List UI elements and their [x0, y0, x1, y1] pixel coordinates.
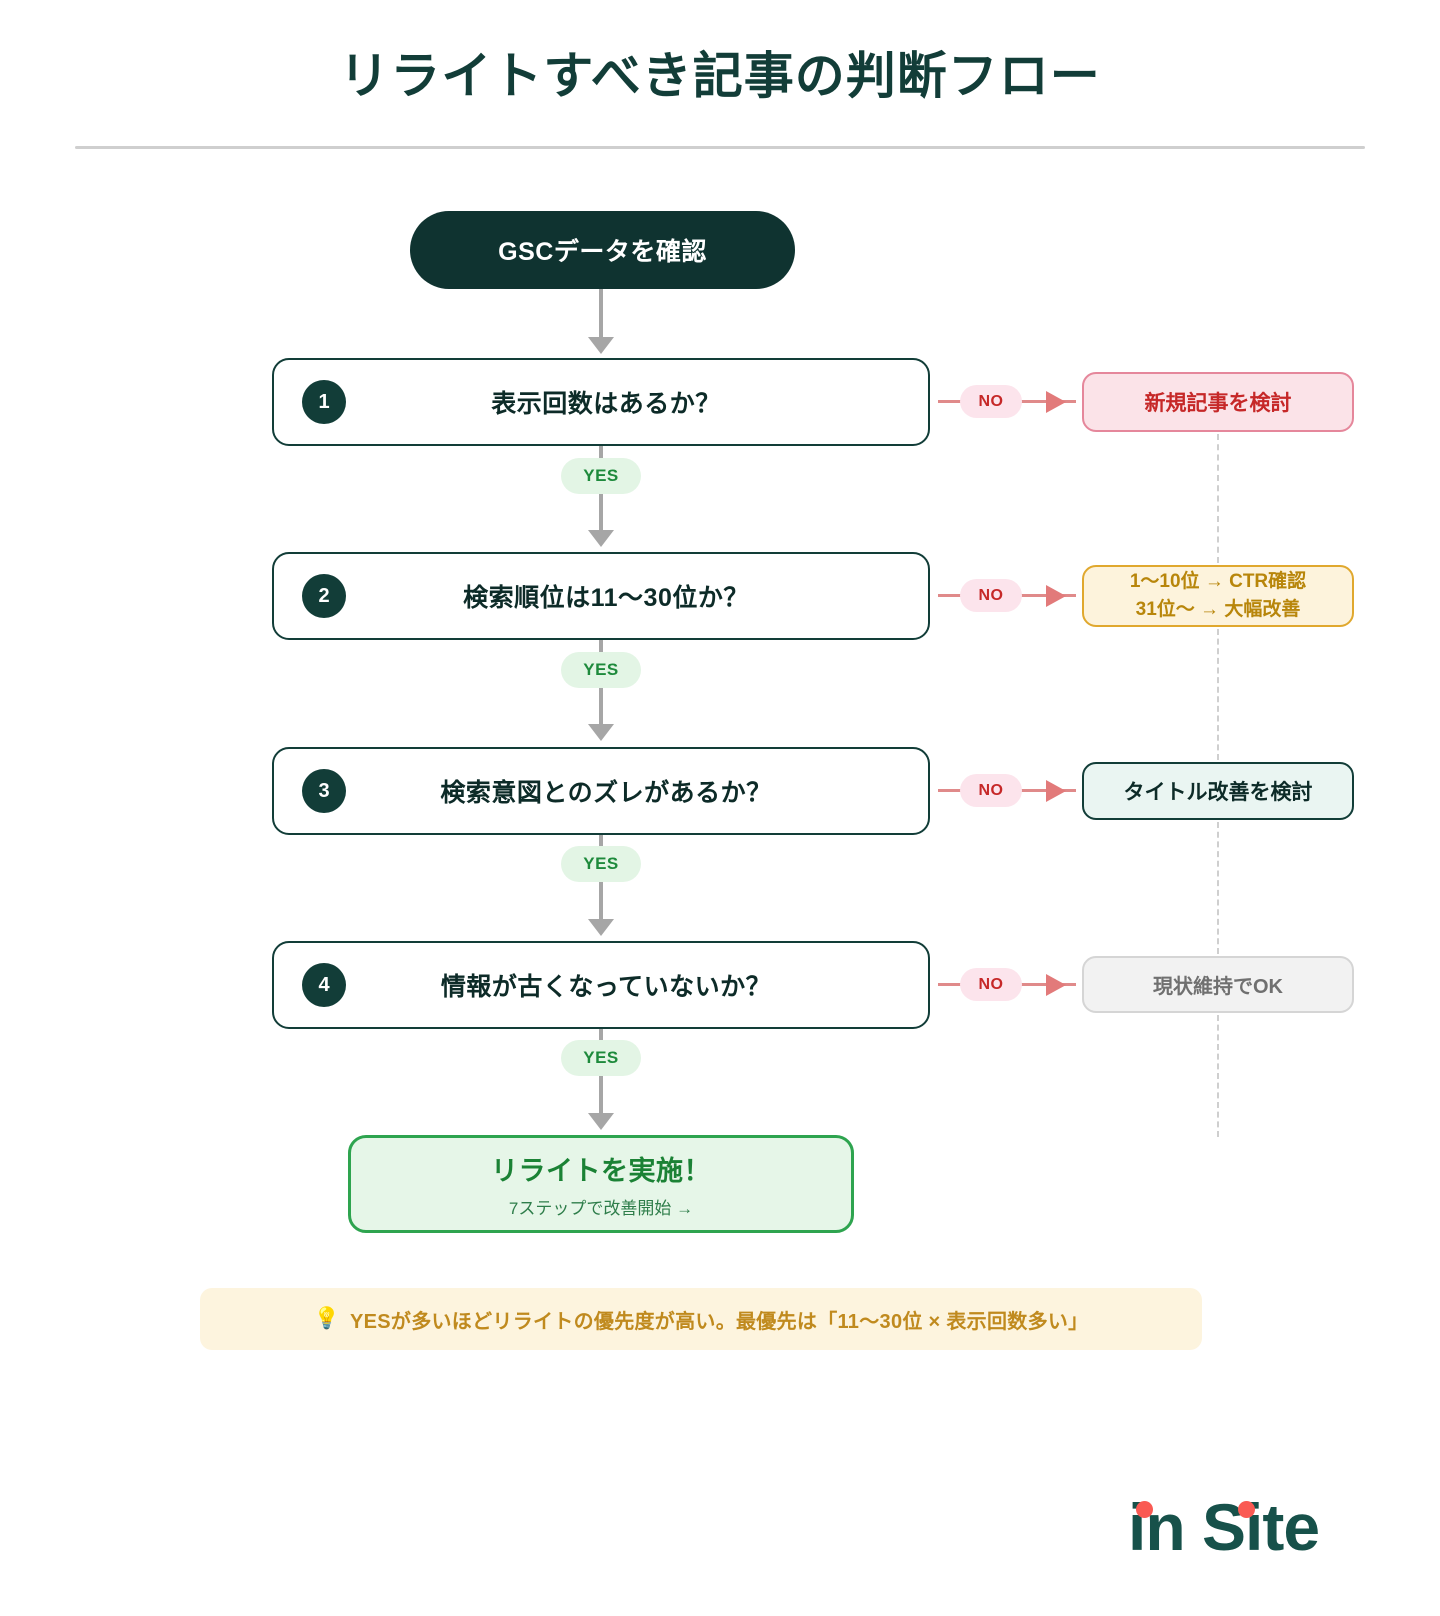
outcome-spine-segment-2 — [1217, 629, 1219, 760]
outcome-label-1: 新規記事を検討 — [1144, 392, 1292, 415]
no-badge-3: NO — [960, 774, 1022, 807]
outcome-box-2[interactable]: 1〜10位 → CTR確認 31位〜 → 大幅改善 — [1082, 565, 1354, 627]
footer-note-text: YESが多いほどリライトの優先度が高い。最優先は「11〜30位 × 表示回数多い… — [349, 1310, 1089, 1333]
outcome-label-3: タイトル改善を検討 — [1123, 781, 1313, 804]
step-number-badge-1: 1 — [302, 380, 346, 424]
yes-badge-2: YES — [561, 652, 641, 688]
logo-text: in Site — [1128, 1490, 1320, 1564]
no-connector-arrow-1 — [1046, 391, 1066, 413]
step-box-3[interactable]: 3 検索意図とのズレがあるか？ — [272, 747, 930, 835]
outcome-spine-segment-1 — [1217, 434, 1219, 563]
connector-arrow-step3-to-step4 — [588, 919, 614, 936]
yes-badge-4: YES — [561, 1040, 641, 1076]
flow-final-node[interactable]: リライトを実施！ 7ステップで改善開始 → — [348, 1135, 854, 1233]
yes-badge-1: YES — [561, 458, 641, 494]
step-box-2[interactable]: 2 検索順位は11〜30位か？ — [272, 552, 930, 640]
logo-dot-i-icon — [1136, 1501, 1153, 1518]
flow-start-node[interactable]: GSCデータを確認 — [410, 211, 795, 289]
step-number-badge-4: 4 — [302, 963, 346, 1007]
outcome-label-2-line1: 1〜10位 → CTR確認 — [1129, 571, 1307, 593]
step-question-4: 情報が古くなっていないか？ — [440, 973, 772, 1001]
step-question-2: 検索順位は11〜30位か？ — [463, 584, 749, 612]
page-title: リライトすべき記事の判断フロー — [339, 48, 1101, 104]
connector-arrow-step4-to-final — [588, 1113, 614, 1130]
step-number-badge-2: 2 — [302, 574, 346, 618]
final-node-subtitle: 7ステップで改善開始 → — [508, 1199, 694, 1218]
insite-logo: in Site — [1128, 1487, 1340, 1567]
outcome-label-4: 現状維持でOK — [1153, 976, 1283, 998]
no-connector-arrow-4 — [1046, 974, 1066, 996]
outcome-spine-segment-4 — [1217, 1015, 1219, 1137]
outcome-label-2-line2: 31位〜 → 大幅改善 — [1135, 599, 1301, 620]
final-node-title: リライトを実施！ — [491, 1156, 711, 1186]
lightbulb-icon: 💡 — [313, 1307, 340, 1330]
connector-line-start-to-step1 — [599, 289, 603, 339]
step-box-1[interactable]: 1 表示回数はあるか？ — [272, 358, 930, 446]
connector-arrow-step1-to-step2 — [588, 530, 614, 547]
yes-badge-3: YES — [561, 846, 641, 882]
outcome-spine-segment-3 — [1217, 822, 1219, 954]
footer-note: 💡 YESが多いほどリライトの優先度が高い。最優先は「11〜30位 × 表示回数… — [200, 1288, 1202, 1350]
outcome-box-1[interactable]: 新規記事を検討 — [1082, 372, 1354, 432]
no-connector-arrow-2 — [1046, 585, 1066, 607]
no-connector-arrow-3 — [1046, 780, 1066, 802]
step-box-4[interactable]: 4 情報が古くなっていないか？ — [272, 941, 930, 1029]
outcome-box-3[interactable]: タイトル改善を検討 — [1082, 762, 1354, 820]
step-number-badge-3: 3 — [302, 769, 346, 813]
step-question-3: 検索意図とのズレがあるか？ — [440, 779, 772, 807]
no-badge-4: NO — [960, 968, 1022, 1001]
no-badge-2: NO — [960, 579, 1022, 612]
outcome-box-4[interactable]: 現状維持でOK — [1082, 956, 1354, 1013]
step-question-1: 表示回数はあるか？ — [491, 390, 721, 418]
connector-arrow-step2-to-step3 — [588, 724, 614, 741]
logo-dot-s-icon — [1238, 1501, 1255, 1518]
title-divider — [75, 146, 1365, 149]
connector-arrow-start-to-step1 — [588, 337, 614, 354]
no-badge-1: NO — [960, 385, 1022, 418]
